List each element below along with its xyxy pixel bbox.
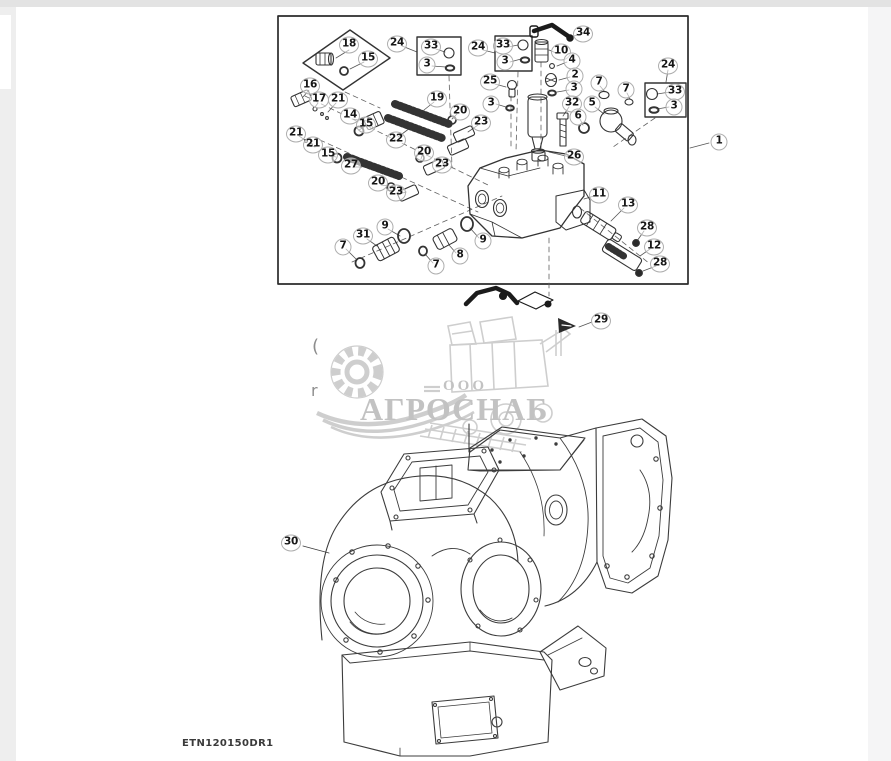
valve-12 [601, 239, 643, 271]
part-callout-23: 23 [385, 184, 407, 202]
part-callout-17: 17 [308, 91, 330, 109]
part-callout-28: 28 [636, 219, 658, 237]
part-callout-33: 33 [420, 38, 442, 56]
part-callout-13: 13 [617, 196, 639, 214]
part-callout-1: 1 [710, 133, 728, 151]
stray-letter-text: r [311, 381, 318, 400]
part-callout-6: 6 [569, 108, 587, 126]
bolt-32 [556, 112, 569, 147]
part-callout-33: 33 [492, 37, 514, 55]
part-callout-15: 15 [355, 116, 377, 134]
part-callout-8: 8 [451, 247, 469, 265]
part-callout-3: 3 [418, 56, 436, 74]
part-callout-11: 11 [588, 186, 610, 204]
part-callout-20: 20 [413, 144, 435, 162]
part-callout-21: 21 [327, 91, 349, 109]
part-callout-7: 7 [427, 257, 445, 275]
part-callout-29: 29 [590, 312, 612, 330]
part-callout-31: 31 [352, 227, 374, 245]
housing-drawing [302, 418, 673, 757]
part-callout-3: 3 [665, 98, 683, 116]
part-callout-3: 3 [496, 53, 514, 71]
part-callout-28: 28 [649, 255, 671, 273]
part-callout-24: 24 [386, 35, 408, 53]
stray-paren-text: ( [312, 336, 320, 357]
part-callout-20: 20 [449, 103, 471, 121]
lever-34 [529, 22, 574, 42]
spool-10 [534, 38, 549, 63]
relief-valve-13 [580, 211, 622, 243]
part-callout-21: 21 [302, 136, 324, 154]
drawing-number: ETN120150DR1 [182, 738, 274, 749]
valve-body-11 [467, 149, 591, 239]
part-callout-15: 15 [357, 50, 379, 68]
part-callout-9: 9 [474, 232, 492, 250]
watermark-company-name: АГРОСНАБ [360, 391, 549, 427]
part-callout-7: 7 [334, 238, 352, 256]
part-callout-7: 7 [617, 81, 635, 99]
part-callout-22: 22 [385, 131, 407, 149]
part-callout-3: 3 [482, 95, 500, 113]
part-callout-12: 12 [643, 238, 665, 256]
part-callout-34: 34 [572, 25, 594, 43]
left-margin-notch [0, 15, 11, 89]
check-ball-icons [443, 39, 660, 114]
part-callout-30: 30 [280, 534, 302, 552]
watermark-logo [316, 316, 572, 453]
part-callout-25: 25 [479, 73, 501, 91]
part-callout-20: 20 [367, 174, 389, 192]
part-callout-9: 9 [376, 218, 394, 236]
part-callout-24: 24 [467, 39, 489, 57]
part-callout-26: 26 [563, 148, 585, 166]
part-callout-14: 14 [339, 107, 361, 125]
part-callout-18: 18 [338, 36, 360, 54]
part-callout-23: 23 [431, 156, 453, 174]
part-callout-27: 27 [340, 157, 362, 175]
poppet-25 [506, 79, 518, 98]
part-callout-5: 5 [583, 95, 601, 113]
part-callout-15: 15 [317, 146, 339, 164]
valve-5 [599, 107, 637, 146]
part-callout-23: 23 [470, 114, 492, 132]
part-callout-19: 19 [426, 90, 448, 108]
valve-2 [544, 72, 558, 88]
parts-diagram-image [16, 7, 868, 761]
watermark-company-prefix: ООО [443, 378, 488, 394]
bracket-29 [463, 285, 576, 333]
page-top-band [0, 0, 891, 7]
part-callout-21: 21 [285, 125, 307, 143]
plug-18-icon [315, 52, 349, 76]
part-callout-33: 33 [664, 83, 686, 101]
page-left-margin [0, 7, 16, 761]
page-right-margin [868, 7, 891, 761]
part-callout-7: 7 [590, 74, 608, 92]
part-callout-24: 24 [657, 57, 679, 75]
